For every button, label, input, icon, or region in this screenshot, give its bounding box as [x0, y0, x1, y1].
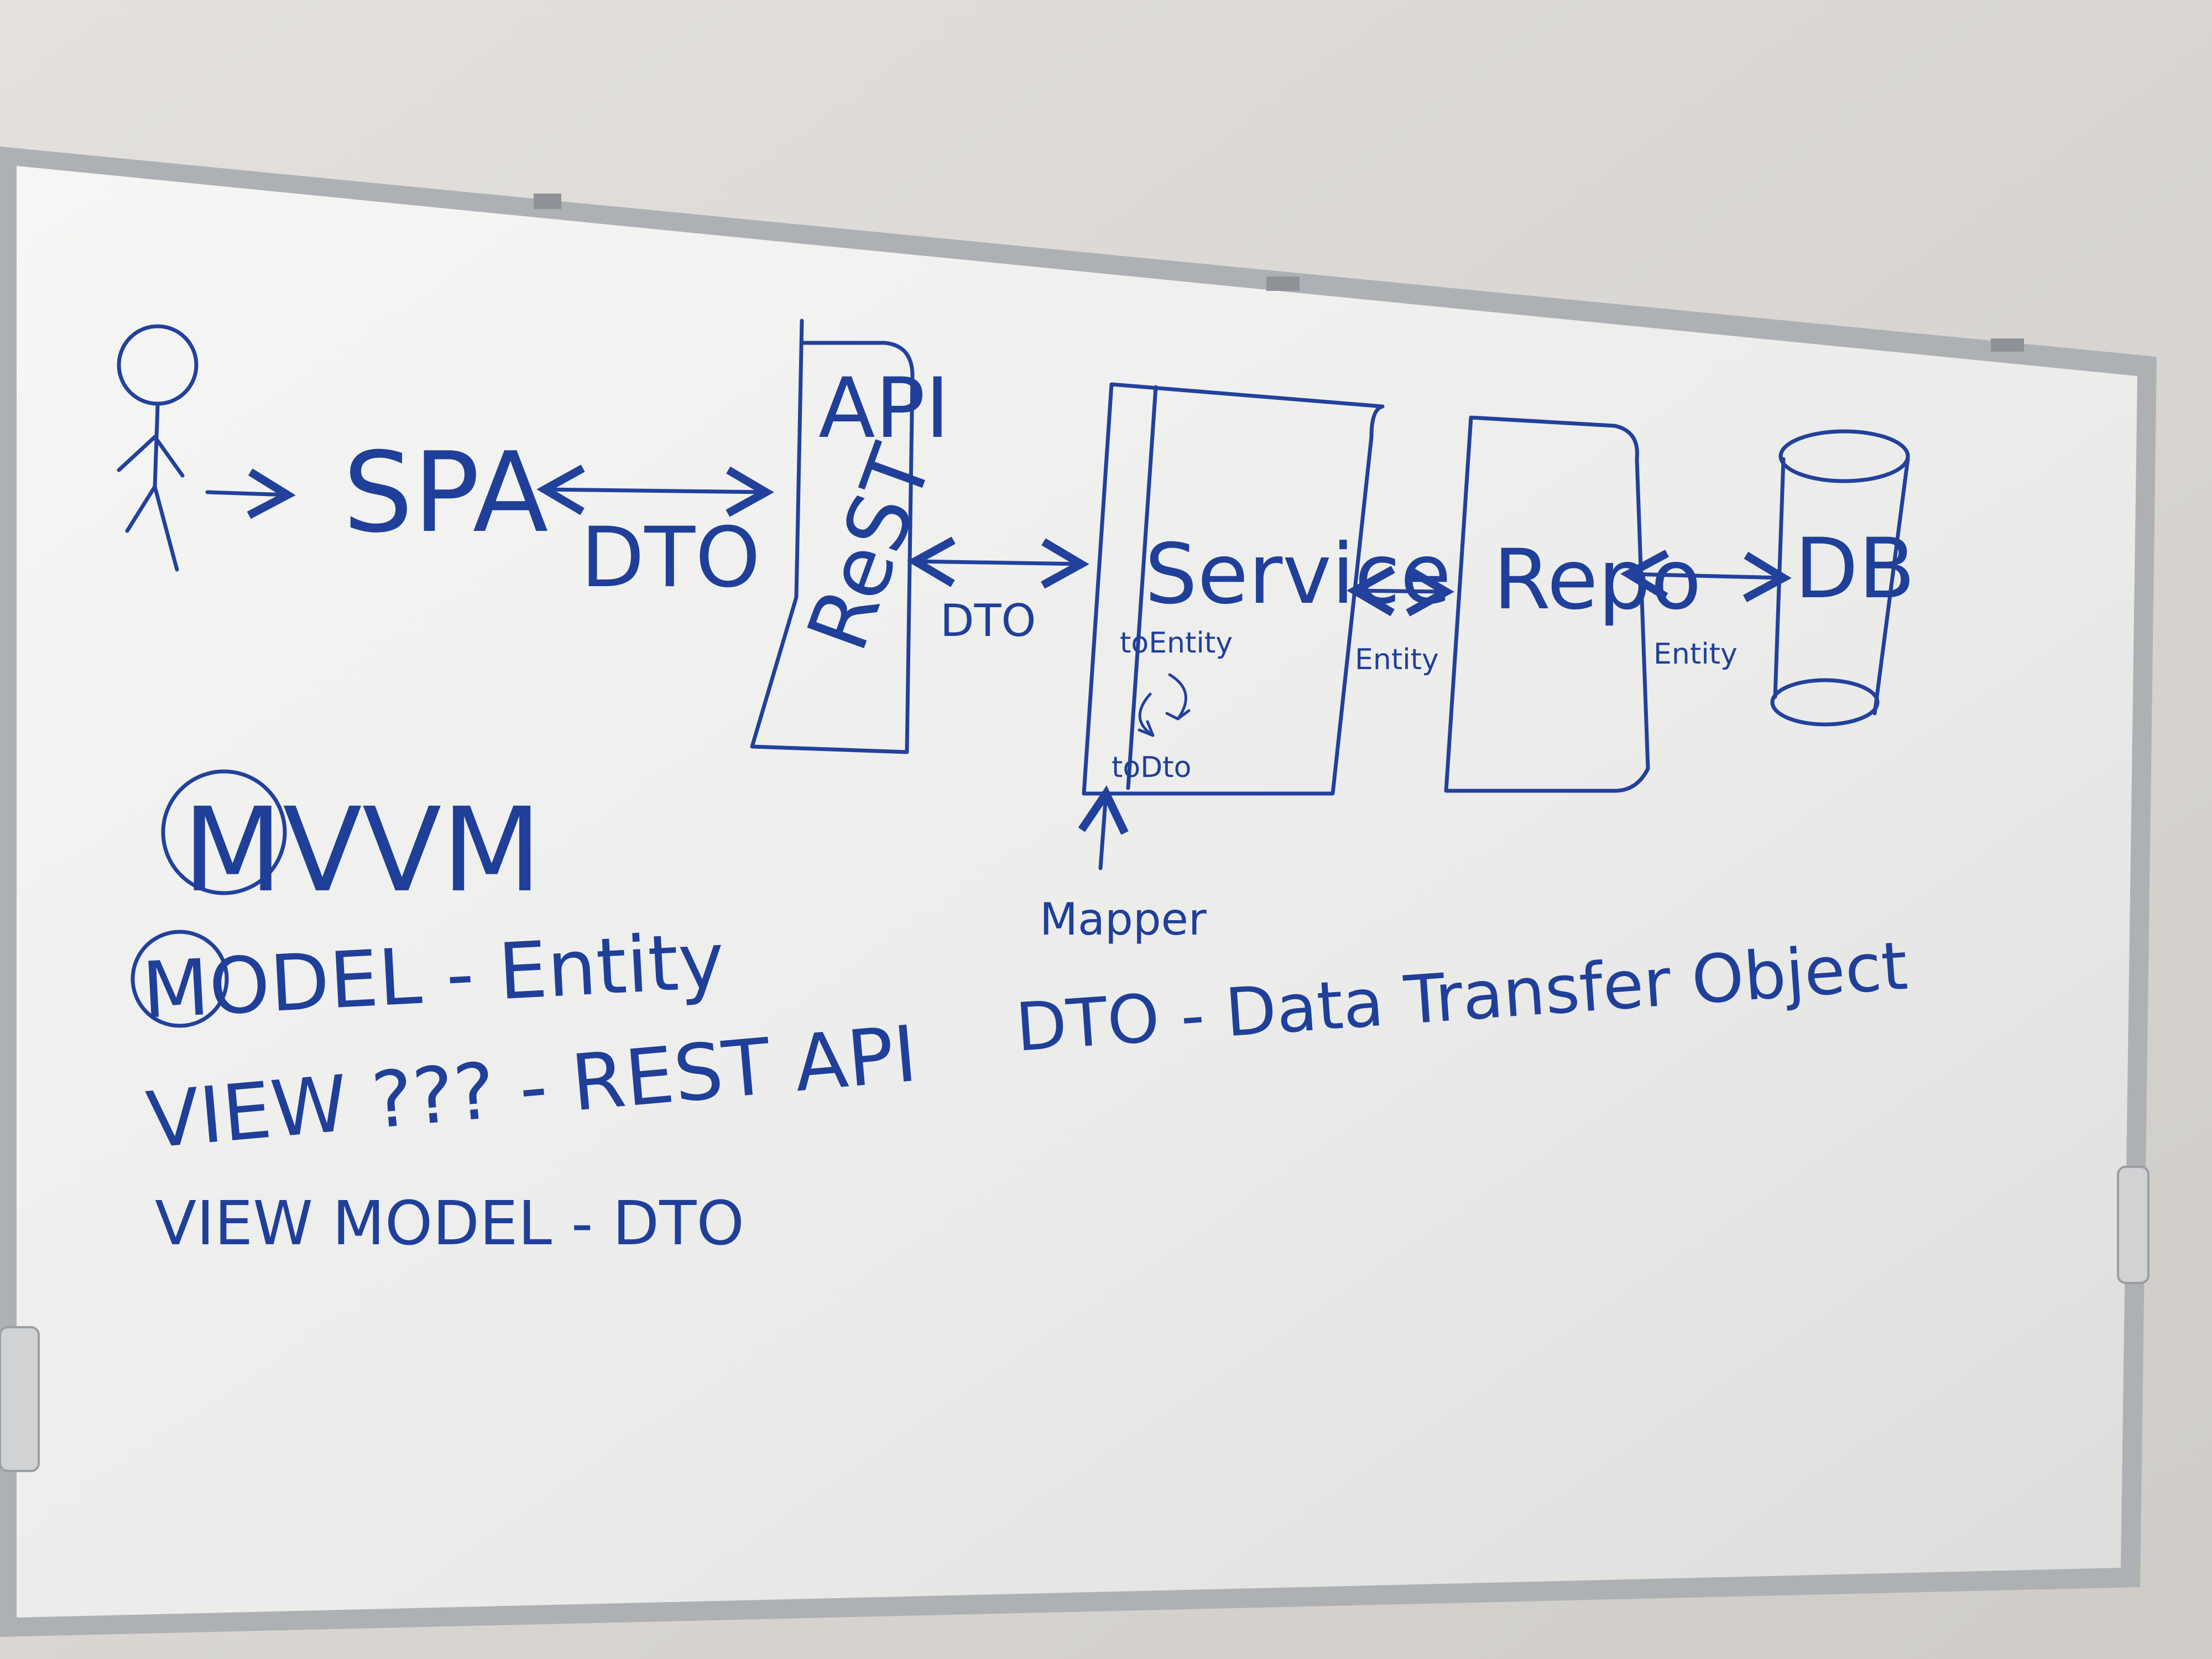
stand-hinge-left [0, 1326, 40, 1472]
mvvm-title: MVVM [182, 782, 542, 918]
arrow-mapper [1078, 785, 1129, 870]
edge-label-api-service: DTO [940, 595, 1036, 646]
cycle-arrows [1138, 673, 1191, 737]
arrow-service-repo [1347, 566, 1454, 617]
edge-label-service-repo: Entity [1355, 643, 1439, 676]
node-db: DB [1794, 521, 1915, 617]
node-db-cylinder [1770, 429, 1910, 727]
method-to-dto: toDto [1112, 751, 1191, 784]
service-mapper-strip [1126, 385, 1158, 790]
method-to-entity: toEntity [1120, 627, 1233, 660]
frame-clip-corner [1991, 338, 2024, 352]
viewmodel-line: VIEW MODEL - DTO [155, 1188, 744, 1259]
mvvm-circle [161, 769, 287, 895]
edge-label-spa-api: DTO [581, 510, 760, 606]
node-repo: Repo [1493, 532, 1702, 628]
node-api: API [818, 361, 950, 457]
node-spa: SPA [343, 429, 549, 557]
node-repo-box [1444, 415, 1650, 793]
stand-hinge-right [2117, 1166, 2150, 1284]
node-api-box [750, 319, 915, 754]
arrow-api-service [907, 536, 1089, 589]
node-service: Service [1145, 526, 1451, 623]
model-circle [131, 930, 229, 1028]
edge-label-repo-db: Entity [1653, 638, 1738, 671]
arrow-spa-api [536, 465, 774, 517]
arrow-actor-spa [205, 468, 296, 519]
arrow-repo-db [1620, 550, 1792, 602]
mapper-label: Mapper [1040, 894, 1207, 945]
actor-stick-figure [117, 324, 199, 572]
whiteboard-surface [17, 166, 2137, 1618]
frame-clip-right [1266, 276, 1300, 291]
frame-clip-left [534, 194, 561, 209]
